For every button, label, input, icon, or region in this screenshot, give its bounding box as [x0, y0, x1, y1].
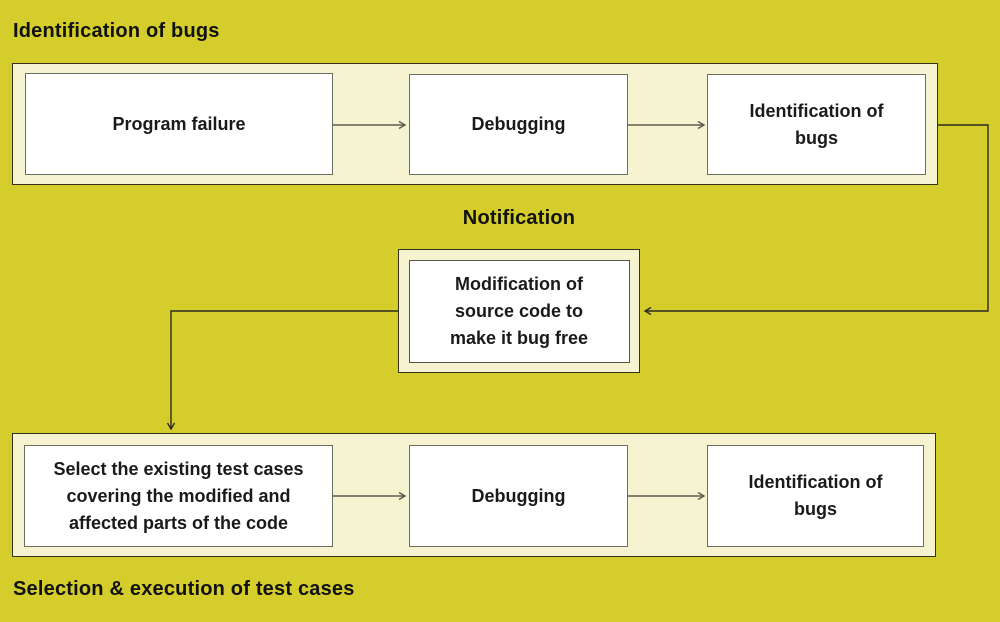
node-debugging-bottom: Debugging [409, 445, 628, 547]
node-select-existing-test-cases: Select the existing test cases covering … [24, 445, 333, 547]
section-title-identification-of-bugs: Identification of bugs [13, 20, 220, 42]
node-identification-of-bugs-bottom: Identification of bugs [707, 445, 924, 547]
section-title-selection-execution: Selection & execution of test cases [13, 578, 355, 600]
node-debugging-top: Debugging [409, 74, 628, 175]
section-title-notification: Notification [462, 207, 576, 229]
arrow-modification-to-selection-band [166, 310, 398, 431]
node-identification-of-bugs-top: Identification of bugs [707, 74, 926, 175]
node-program-failure: Program failure [25, 73, 333, 175]
node-modification-of-source-code: Modification of source code to make it b… [408, 259, 630, 363]
band-notification: Modification of source code to make it b… [398, 249, 640, 373]
